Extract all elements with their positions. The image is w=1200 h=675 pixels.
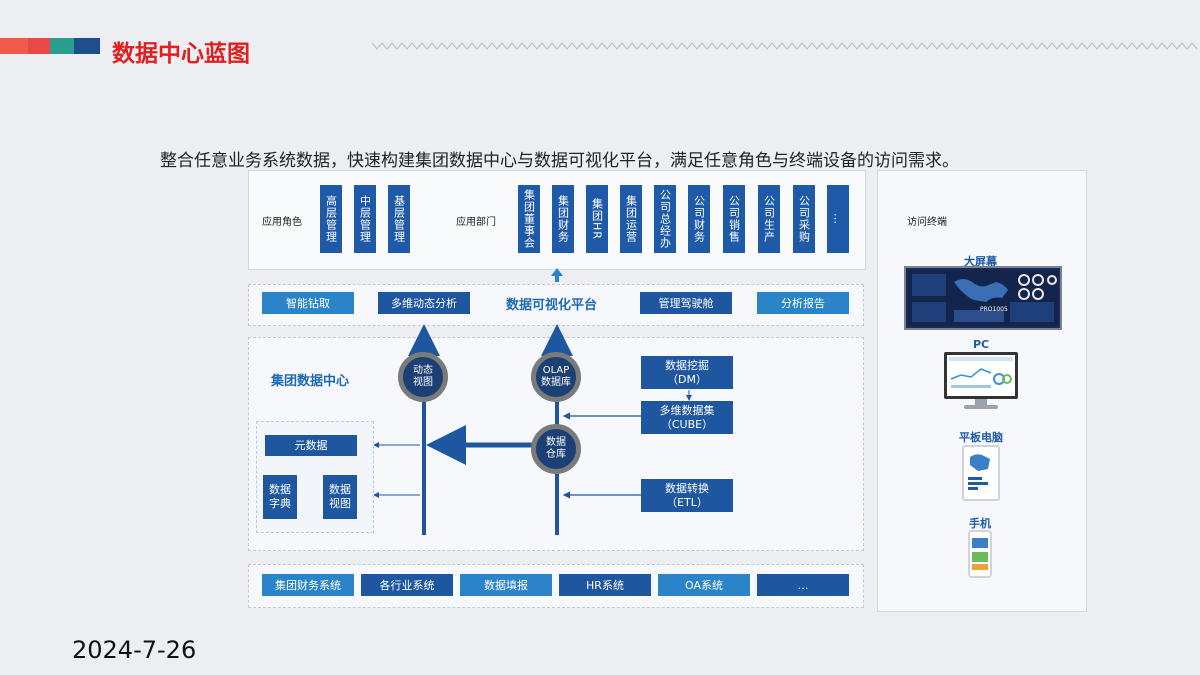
header-bar-red2 xyxy=(28,38,50,54)
roles-label: 应用角色 xyxy=(262,217,302,228)
header-bar-red xyxy=(0,38,28,54)
dept-box[interactable]: 公司销售 xyxy=(723,185,745,253)
dept-box[interactable]: 集团财务 xyxy=(552,185,574,253)
pc-base xyxy=(964,405,998,409)
dept-label: 公司财务 xyxy=(692,195,706,243)
role-label: 高层管理 xyxy=(324,195,338,243)
pc-image xyxy=(944,352,1018,399)
role-label: 基层管理 xyxy=(392,195,406,243)
viz-title: 数据可视化平台 xyxy=(506,298,598,313)
report-button[interactable]: 分析报告 xyxy=(757,292,849,314)
source-system-button[interactable]: 数据填报 xyxy=(460,574,552,596)
up-arrow-head xyxy=(551,268,563,276)
pc-stand xyxy=(975,399,987,405)
source-system-button[interactable]: … xyxy=(757,574,849,596)
pc-label: PC xyxy=(973,338,990,351)
phone-image xyxy=(968,530,992,578)
dept-label: 集团董事会 xyxy=(522,189,536,249)
subtitle: 整合任意业务系统数据，快速构建集团数据中心与数据可视化平台，满足任意角色与终端设… xyxy=(160,151,959,171)
dataview-box[interactable]: 数据视图 xyxy=(323,475,357,519)
warehouse-node[interactable]: 数据仓库 xyxy=(531,424,581,474)
bigscreen-image xyxy=(904,266,1062,330)
tablet-label: 平板电脑 xyxy=(959,431,1003,444)
dept-label: 公司采购 xyxy=(797,195,811,243)
dept-box[interactable]: 集团董事会 xyxy=(518,185,540,253)
dept-label: … xyxy=(831,213,845,225)
dept-box[interactable]: 公司财务 xyxy=(688,185,710,253)
header-wave-line xyxy=(372,42,1198,50)
dept-box[interactable]: 公司总经办 xyxy=(654,185,676,253)
bigscreen-label: 大屏幕 xyxy=(964,255,997,268)
dictionary-box[interactable]: 数据字典 xyxy=(263,475,297,519)
tablet-image xyxy=(962,445,1000,501)
footer-date: 2024-7-26 xyxy=(72,636,197,664)
depts-label: 应用部门 xyxy=(456,217,496,228)
cockpit-button[interactable]: 管理驾驶舱 xyxy=(640,292,732,314)
dept-label: 公司总经办 xyxy=(658,189,672,249)
role-label: 中层管理 xyxy=(358,195,372,243)
metadata-box[interactable]: 元数据 xyxy=(265,435,357,456)
dept-box[interactable]: 集团HR xyxy=(586,185,608,253)
dept-label: 集团运营 xyxy=(624,195,638,243)
dept-box[interactable]: 公司采购 xyxy=(793,185,815,253)
dept-label: 公司销售 xyxy=(727,195,741,243)
source-system-button[interactable]: 各行业系统 xyxy=(361,574,453,596)
dept-box[interactable]: 公司生产 xyxy=(758,185,780,253)
dept-label: 集团财务 xyxy=(556,195,570,243)
multi-analysis-button[interactable]: 多维动态分析 xyxy=(378,292,470,314)
source-system-button[interactable]: HR系统 xyxy=(559,574,651,596)
terminals-label: 访问终端 xyxy=(907,217,947,228)
dept-box[interactable]: … xyxy=(827,185,849,253)
source-system-button[interactable]: OA系统 xyxy=(658,574,750,596)
dynamic-view-node[interactable]: 动态视图 xyxy=(398,352,448,402)
role-box[interactable]: 基层管理 xyxy=(388,185,410,253)
smart-drill-button[interactable]: 智能钻取 xyxy=(262,292,354,314)
source-system-button[interactable]: 集团财务系统 xyxy=(262,574,354,596)
dept-box[interactable]: 集团运营 xyxy=(620,185,642,253)
role-box[interactable]: 高层管理 xyxy=(320,185,342,253)
bigscreen-caption: PRO1005 xyxy=(980,306,1008,313)
role-box[interactable]: 中层管理 xyxy=(354,185,376,253)
mining-box[interactable]: 数据挖掘（DM） xyxy=(641,356,733,389)
phone-label: 手机 xyxy=(969,517,991,530)
datacenter-title: 集团数据中心 xyxy=(271,374,350,389)
dept-label: 公司生产 xyxy=(762,195,776,243)
olap-node[interactable]: OLAP数据库 xyxy=(531,352,581,402)
etl-box[interactable]: 数据转换（ETL） xyxy=(641,479,733,512)
page-title: 数据中心蓝图 xyxy=(112,40,250,67)
header-bar-blue xyxy=(74,38,100,54)
header-bar-teal xyxy=(50,38,74,54)
cube-box[interactable]: 多维数据集（CUBE） xyxy=(641,401,733,434)
up-arrow-stem xyxy=(555,276,559,282)
dept-label: 集团HR xyxy=(590,198,604,240)
